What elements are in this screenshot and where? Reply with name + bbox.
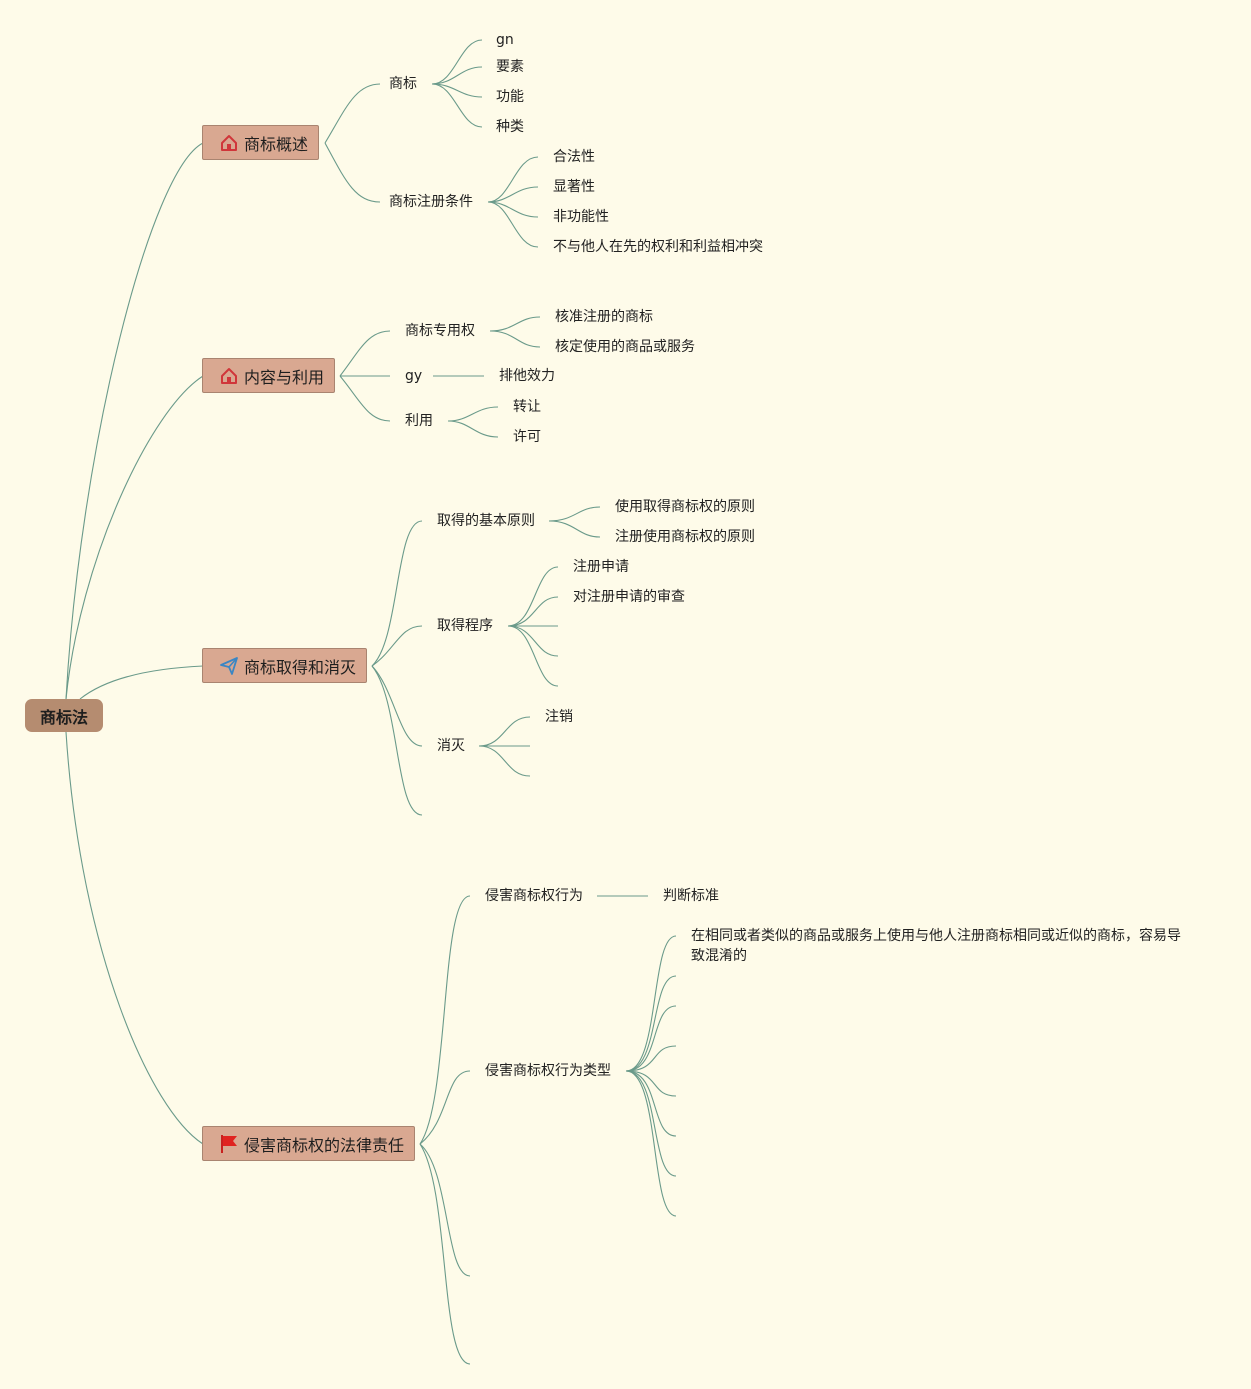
leaf-identical-similar-mark[interactable]: 在相同或者类似的商品或服务上使用与他人注册商标相同或近似的商标，容易导致混淆的 [691,928,1181,964]
subtopic-acquisition-procedure[interactable]: 取得程序 [437,618,493,634]
subtopic-extinction[interactable]: 消灭 [437,738,465,754]
topic-label: 内容与利用 [244,367,325,387]
topic-trademark-overview[interactable]: 商标概述 [202,125,320,160]
topic-label: 商标概述 [244,134,309,154]
root-node[interactable]: 商标法 [25,699,103,732]
subtopic-infringement-types[interactable]: 侵害商标权行为类型 [485,1063,611,1079]
topic-label: 商标取得和消灭 [244,657,357,677]
leaf-non-functionality[interactable]: 非功能性 [553,209,609,225]
link-root-b4 [65,731,204,1145]
leaf-application-review[interactable]: 对注册申请的审查 [573,589,685,605]
subtopic-utilization[interactable]: 利用 [405,413,433,429]
subtopic-registration-conditions[interactable]: 商标注册条件 [389,194,473,210]
leaf-exclusive-effect[interactable]: 排他效力 [499,368,555,384]
subtopic-basic-principles[interactable]: 取得的基本原则 [437,513,535,529]
subtopic-gy[interactable]: gy [405,368,423,384]
red-flag-icon [219,1134,239,1154]
topic-content-and-use[interactable]: 内容与利用 [202,358,336,393]
leaf-approved-mark[interactable]: 核准注册的商标 [555,309,653,325]
leaf-function[interactable]: 功能 [496,89,524,105]
leaf-transfer[interactable]: 转让 [513,399,541,415]
topic-label: 侵害商标权的法律责任 [244,1135,405,1155]
leaf-approved-goods[interactable]: 核定使用的商品或服务 [555,339,695,355]
home-icon [219,366,239,386]
leaf-distinctiveness[interactable]: 显著性 [553,179,595,195]
leaf-use-principle[interactable]: 使用取得商标权的原则 [615,499,755,515]
leaf-elements[interactable]: 要素 [496,59,524,75]
topic-legal-liability[interactable]: 侵害商标权的法律责任 [202,1126,416,1161]
subtopic-exclusive-right[interactable]: 商标专用权 [405,323,475,339]
leaf-types[interactable]: 种类 [496,119,524,135]
link-root-b1 [65,142,204,700]
link-root-b3 [79,665,204,700]
leaf-gn[interactable]: gn [496,32,514,48]
leaf-legality[interactable]: 合法性 [553,149,595,165]
send-icon [219,656,239,676]
leaf-no-conflict[interactable]: 不与他人在先的权利和利益相冲突 [553,239,763,255]
home-icon [219,133,239,153]
link-root-b2 [65,375,204,700]
link-b1-c1 [324,83,381,144]
leaf-registration-principle[interactable]: 注册使用商标权的原则 [615,529,755,545]
leaf-registration-application[interactable]: 注册申请 [573,559,629,575]
link-b1-c2 [324,142,381,203]
subtopic-infringement-act[interactable]: 侵害商标权行为 [485,888,583,904]
subtopic-trademark[interactable]: 商标 [389,76,417,92]
topic-acquisition-and-extinction[interactable]: 商标取得和消灭 [202,648,368,683]
leaf-license[interactable]: 许可 [513,429,541,445]
leaf-judgment-standard[interactable]: 判断标准 [663,888,719,904]
leaf-cancellation[interactable]: 注销 [545,709,573,725]
